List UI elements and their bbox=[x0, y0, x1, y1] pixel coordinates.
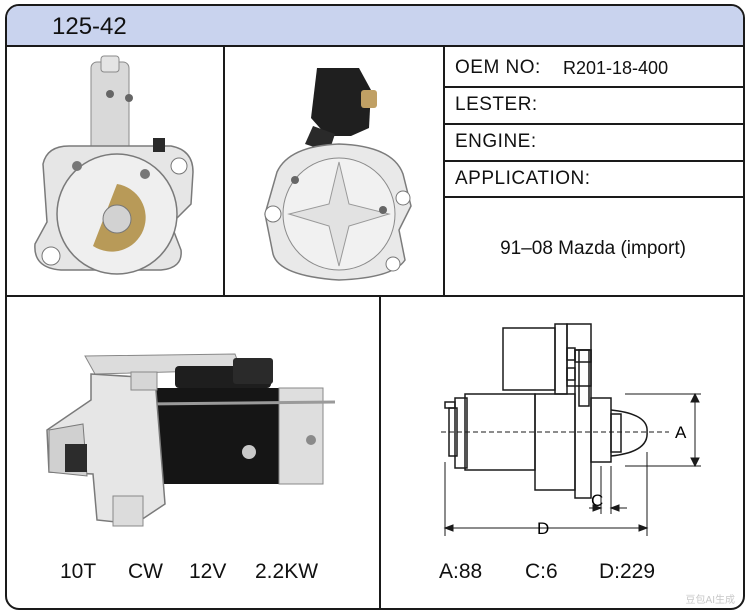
engine-label: ENGINE: bbox=[455, 131, 537, 152]
dimension-d: D:229 bbox=[599, 560, 656, 583]
application-value: 91–08 Mazda (import) bbox=[500, 238, 686, 259]
starter-rear-photo bbox=[264, 68, 412, 281]
header-bar: 125-42 bbox=[7, 6, 743, 47]
product-sheet: 125-42 OEM NO: R201-18-400 LESTER: ENGIN… bbox=[5, 4, 745, 610]
application-label: APPLICATION: bbox=[455, 168, 591, 189]
spec-row-line-3 bbox=[443, 160, 743, 162]
dim-label-d: D bbox=[537, 519, 549, 538]
spec-row-line-4 bbox=[443, 196, 743, 198]
divider-h-middle bbox=[7, 295, 743, 297]
spec-row-line-2 bbox=[443, 123, 743, 125]
model-number: 125-42 bbox=[52, 13, 127, 40]
divider-v-top-2 bbox=[443, 47, 445, 296]
dimension-c: C:6 bbox=[525, 560, 558, 583]
teeth-count: 10T bbox=[60, 560, 97, 583]
voltage: 12V bbox=[189, 560, 227, 583]
power: 2.2KW bbox=[255, 560, 319, 583]
dimension-a: A:88 bbox=[439, 560, 483, 583]
oem-label: OEM NO: bbox=[455, 57, 541, 78]
lester-label: LESTER: bbox=[455, 94, 538, 115]
oem-value: R201-18-400 bbox=[563, 58, 669, 78]
starter-front-photo bbox=[34, 55, 194, 275]
spec-row-line-1 bbox=[443, 86, 743, 88]
dim-label-a: A bbox=[675, 423, 687, 442]
divider-v-top-1 bbox=[223, 47, 225, 296]
dim-label-c: C bbox=[591, 491, 603, 510]
divider-v-bottom bbox=[379, 296, 381, 608]
starter-side-photo bbox=[46, 353, 336, 527]
rotation: CW bbox=[128, 560, 163, 583]
dimension-drawing: A C D bbox=[441, 323, 701, 538]
watermark-text: 豆包AI生成 bbox=[685, 595, 735, 606]
